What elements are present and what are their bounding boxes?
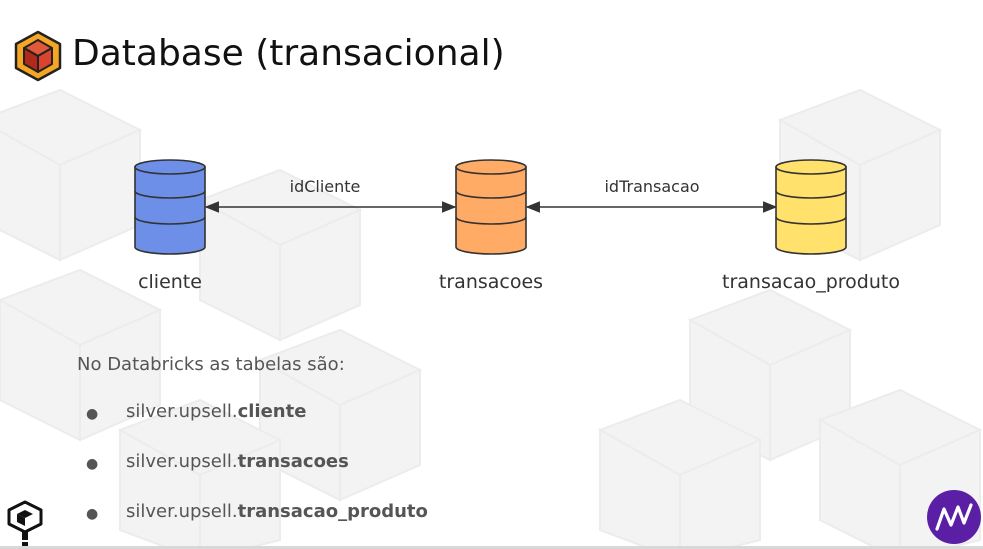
database-label-transacoes: transacoes [438,271,544,293]
table-prefix: silver.upsell. [126,401,238,422]
teo-logo-icon [7,500,43,546]
table-prefix: silver.upsell. [126,501,238,522]
database-icon-cliente [134,159,206,255]
bullet-icon: ● [86,406,99,422]
bullet-icon: ● [86,506,99,522]
bottom-divider [0,546,983,549]
table-name: transacoes [237,451,349,472]
edge-label-idcliente: idCliente [289,177,361,196]
page-title: Database (transacional) [72,33,505,74]
bullet-icon: ● [86,456,99,472]
database-icon-transacoes [455,159,527,255]
brand-logo-icon [927,490,981,544]
list-item: ● silver.upsell.cliente [86,401,428,451]
table-prefix: silver.upsell. [126,451,238,472]
database-label-transacao-produto: transacao_produto [722,271,900,293]
cube-icon [14,30,62,82]
list-item: ● silver.upsell.transacao_produto [86,501,428,549]
table-name: transacao_produto [237,501,428,522]
tables-intro: No Databricks as tabelas são: [77,354,345,375]
table-list: ● silver.upsell.cliente ● silver.upsell.… [86,401,428,549]
list-item: ● silver.upsell.transacoes [86,451,428,501]
table-name: cliente [237,401,307,422]
edge-label-idtransacao: idTransacao [604,177,700,196]
database-icon-transacao-produto [775,159,847,255]
database-label-cliente: cliente [138,271,202,293]
